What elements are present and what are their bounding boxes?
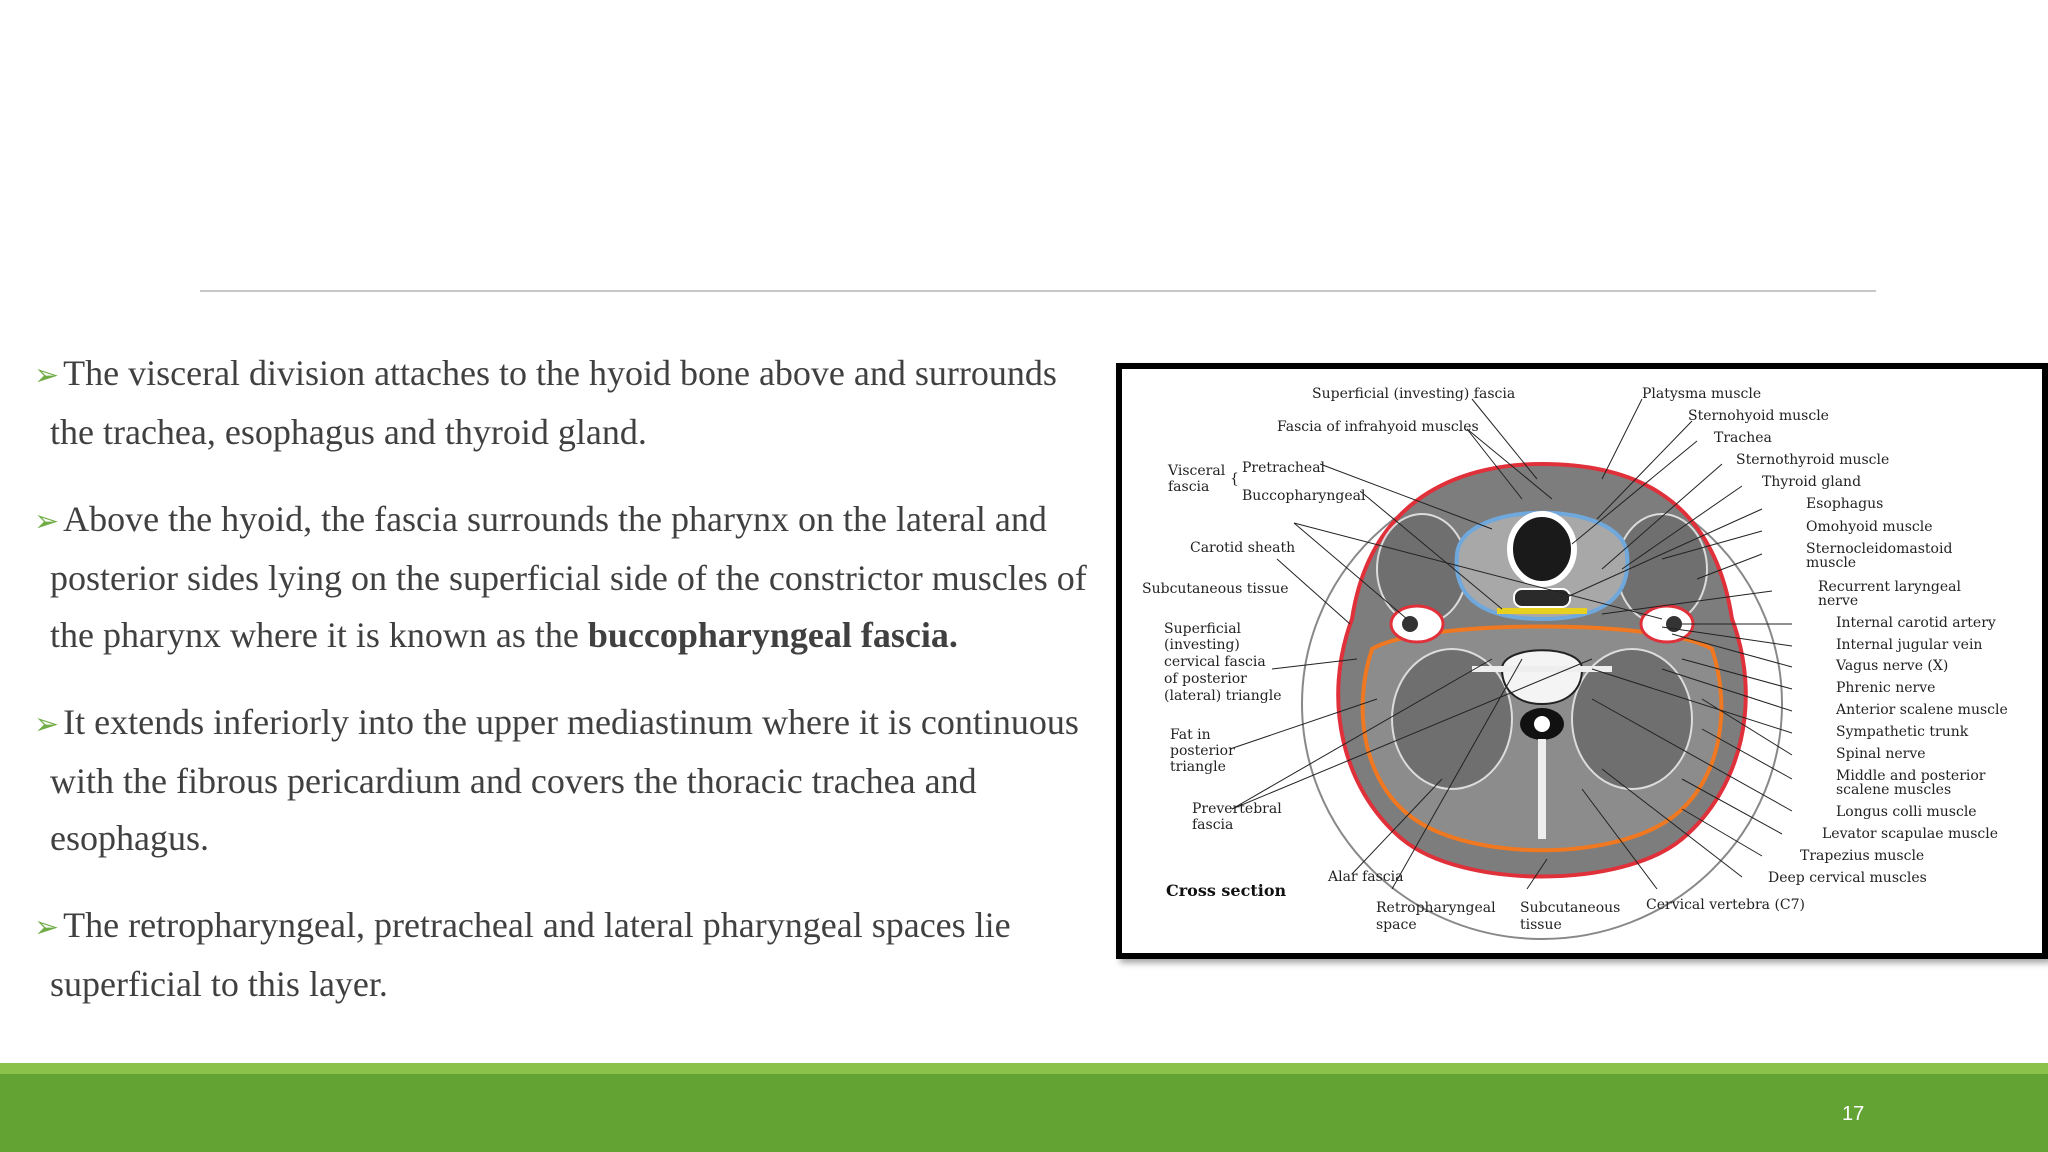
label-middle-posterior-scalene: Middle and posterior	[1836, 768, 1986, 784]
label-fat-posterior-triangle: posterior	[1170, 743, 1235, 759]
label-prevertebral-fascia: Prevertebral	[1192, 801, 1282, 817]
label-prevertebral-fascia: fascia	[1192, 817, 1233, 833]
label-sternohyoid: Sternohyoid muscle	[1688, 408, 1829, 424]
bullet-4: ➢The retropharyngeal, pretracheal and la…	[22, 897, 1112, 1013]
spinal-cord	[1534, 716, 1550, 732]
label-subcutaneous-tissue: Subcutaneous tissue	[1142, 581, 1289, 597]
arrow-bullet-icon: ➢	[34, 911, 60, 944]
label-subcutaneous-tissue-bottom: Subcutaneous	[1520, 900, 1620, 916]
arrow-bullet-icon: ➢	[34, 708, 60, 741]
label-sternocleidomastoid: Sternocleidomastoid	[1806, 541, 1952, 557]
label-investing-fascia: (lateral) triangle	[1164, 688, 1282, 704]
label-longus-colli: Longus colli muscle	[1836, 804, 1977, 820]
label-sternothyroid: Sternothyroid muscle	[1736, 452, 1889, 468]
label-omohyoid: Omohyoid muscle	[1806, 519, 1933, 535]
label-buccopharyngeal: Buccopharyngeal	[1242, 488, 1366, 504]
label-internal-carotid: Internal carotid artery	[1836, 615, 1996, 631]
footer-accent-bar	[0, 1063, 2048, 1074]
leader-lines-left	[1229, 398, 1663, 890]
label-carotid-sheath: Carotid sheath	[1190, 540, 1295, 556]
label-cross-section: Cross section	[1166, 881, 1286, 900]
label-phrenic-nerve: Phrenic nerve	[1836, 680, 1935, 696]
label-investing-fascia: (investing)	[1164, 637, 1240, 653]
neck-cross-section-figure: Superficial (investing) fascia Fascia of…	[1116, 363, 2048, 959]
bullet-text: The retropharyngeal, pretracheal and lat…	[63, 905, 1011, 945]
bullet-text: Above the hyoid, the fascia surrounds th…	[63, 499, 1047, 539]
label-visceral: fascia	[1168, 479, 1209, 495]
title-divider	[200, 290, 1876, 292]
bullet-text: superficial to this layer.	[50, 964, 388, 1004]
bullet-text: It extends inferiorly into the upper med…	[63, 702, 1079, 742]
label-trachea: Trachea	[1714, 430, 1772, 446]
muscle-block	[1571, 648, 1693, 790]
label-levator-scapulae: Levator scapulae muscle	[1822, 826, 1998, 842]
label-fat-posterior-triangle: Fat in	[1170, 727, 1211, 743]
label-fat-posterior-triangle: triangle	[1170, 759, 1226, 775]
page-number: 17	[1842, 1103, 1865, 1125]
arrow-bullet-icon: ➢	[34, 505, 60, 538]
label-superficial-fascia: Superficial (investing) fascia	[1312, 386, 1515, 402]
bullet-text: with the fibrous pericardium and covers …	[50, 761, 977, 801]
label-thyroid-gland: Thyroid gland	[1762, 474, 1861, 490]
label-deep-cervical-muscles: Deep cervical muscles	[1768, 870, 1927, 886]
bullet-1: ➢The visceral division attaches to the h…	[22, 345, 1112, 461]
leader-lines-right	[1566, 398, 1793, 890]
vessel	[1402, 616, 1418, 632]
label-visceral: Visceral	[1167, 463, 1226, 479]
label-spinal-nerve: Spinal nerve	[1836, 746, 1926, 762]
label-sympathetic-trunk: Sympathetic trunk	[1836, 724, 1969, 740]
label-investing-fascia: Superficial	[1164, 621, 1242, 637]
label-infrahyoid-fascia: Fascia of infrahyoid muscles	[1277, 419, 1479, 435]
label-esophagus: Esophagus	[1806, 496, 1883, 512]
label-recurrent-laryngeal: nerve	[1818, 593, 1858, 609]
bullet-text: the trachea, esophagus and thyroid gland…	[50, 412, 647, 452]
bullet-3: ➢It extends inferiorly into the upper me…	[22, 694, 1112, 867]
brace-icon: {	[1230, 471, 1239, 487]
label-subcutaneous-tissue-bottom: tissue	[1520, 917, 1562, 933]
label-trapezius: Trapezius muscle	[1800, 848, 1924, 864]
bullet-text: The visceral division attaches to the hy…	[63, 353, 1057, 393]
label-retropharyngeal-space: space	[1376, 917, 1417, 933]
label-vagus-nerve: Vagus nerve (X)	[1835, 658, 1948, 674]
label-internal-jugular: Internal jugular vein	[1836, 637, 1982, 653]
label-investing-fascia: cervical fascia	[1164, 654, 1266, 670]
label-retropharyngeal-space: Retropharyngeal	[1376, 900, 1496, 916]
label-recurrent-laryngeal: Recurrent laryngeal	[1818, 579, 1961, 595]
bullet-text: esophagus.	[50, 818, 209, 858]
bullet-2: ➢Above the hyoid, the fascia surrounds t…	[22, 491, 1112, 664]
label-middle-posterior-scalene: scalene muscles	[1836, 782, 1951, 798]
bullet-text: the pharynx where it is known as the	[50, 615, 588, 655]
label-investing-fascia: of posterior	[1164, 671, 1247, 687]
esophagus-shape	[1513, 588, 1571, 608]
bullet-text: posterior sides lying on the superficial…	[50, 558, 1087, 598]
label-cervical-vertebra: Cervical vertebra (C7)	[1646, 897, 1805, 913]
footer-bar	[0, 1074, 2048, 1152]
vertebral-body	[1500, 649, 1584, 706]
muscle-block	[1391, 648, 1513, 790]
trachea-shape	[1507, 511, 1577, 587]
label-pretracheal: Pretracheal	[1242, 460, 1326, 476]
label-alar-fascia: Alar fascia	[1327, 869, 1403, 885]
bullet-list: ➢The visceral division attaches to the h…	[22, 345, 1112, 1043]
label-anterior-scalene: Anterior scalene muscle	[1835, 702, 2008, 718]
bold-term: buccopharyngeal fascia.	[587, 615, 958, 655]
arrow-bullet-icon: ➢	[34, 359, 60, 392]
label-platysma: Platysma muscle	[1642, 386, 1761, 402]
anatomy-diagram: Superficial (investing) fascia Fascia of…	[1142, 386, 2008, 940]
label-sternocleidomastoid: muscle	[1806, 555, 1856, 571]
